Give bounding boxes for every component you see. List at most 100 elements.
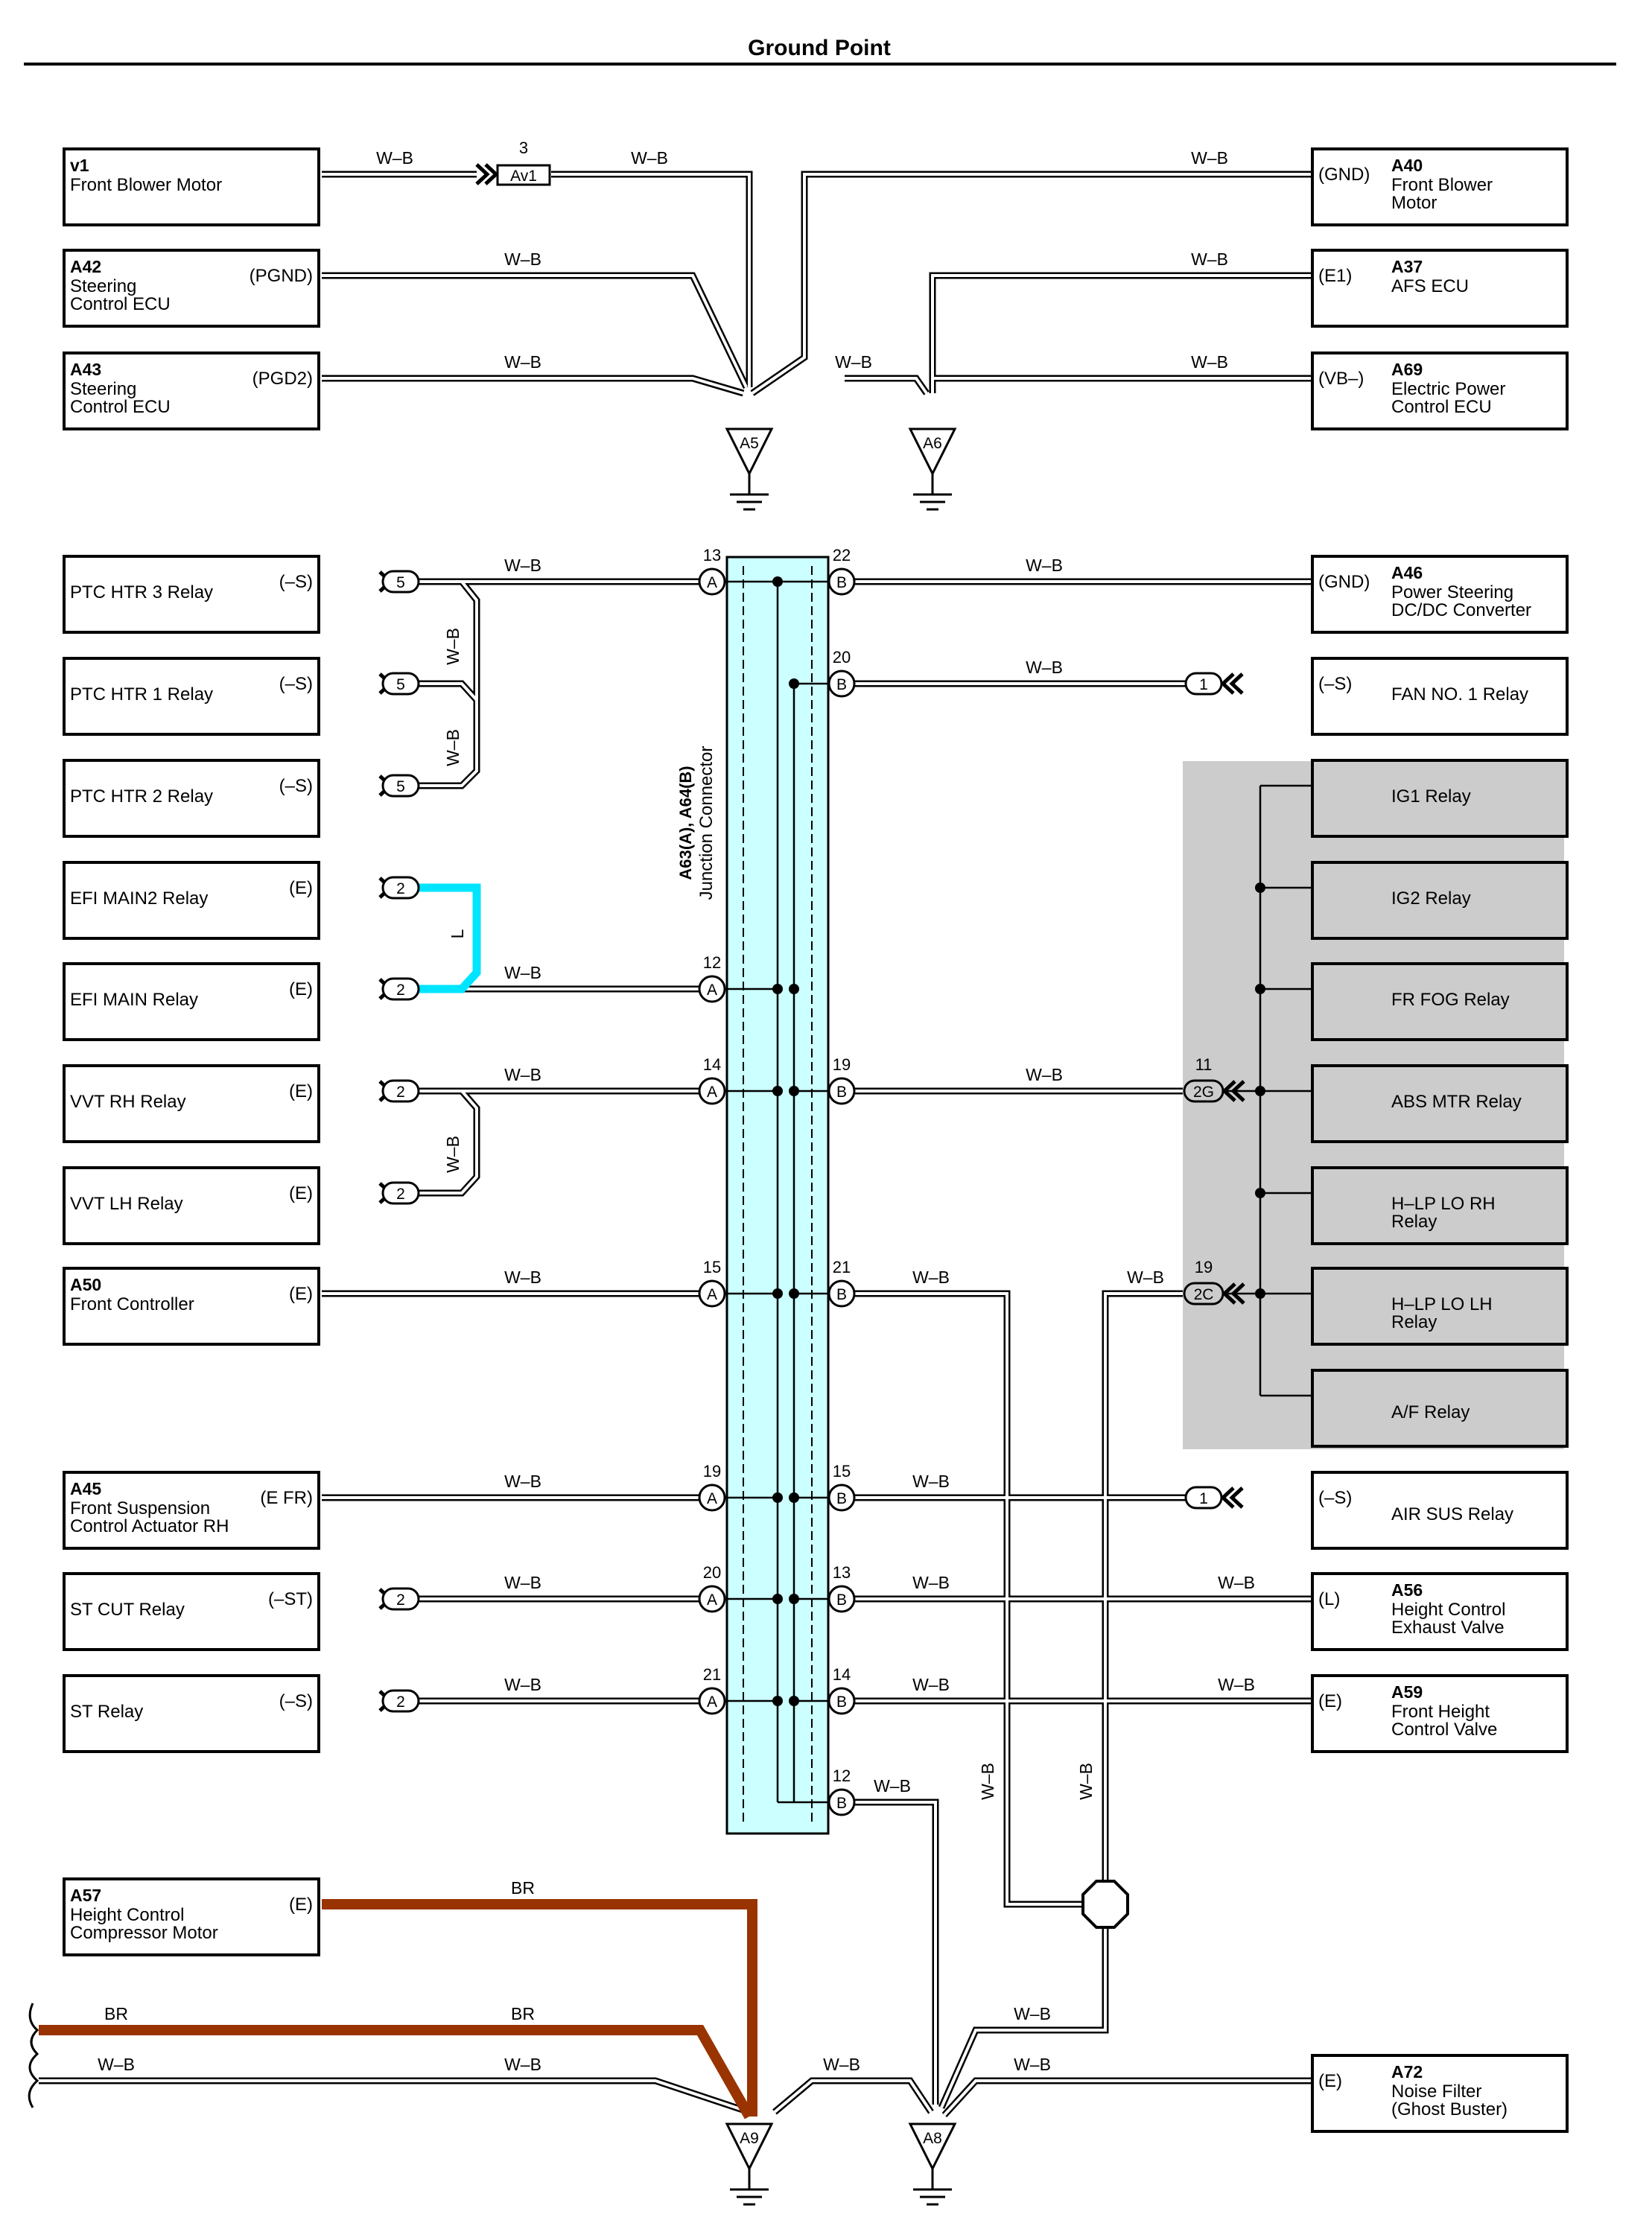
svg-text:2: 2: [396, 982, 405, 999]
svg-text:A40: A40: [1391, 156, 1423, 175]
svg-text:ST Relay: ST Relay: [70, 1702, 143, 1722]
svg-text:Front Suspension: Front Suspension: [70, 1498, 210, 1518]
svg-text:W–B: W–B: [443, 729, 463, 766]
svg-text:A45: A45: [70, 1479, 101, 1498]
component-box: (GND) A46 Power Steering DC/DC Converter: [1311, 555, 1569, 634]
svg-text:(E): (E): [289, 878, 313, 898]
svg-text:Control ECU: Control ECU: [70, 397, 171, 417]
right-inline-connectors: 1 1: [1184, 672, 1242, 1510]
svg-text:W–B: W–B: [98, 2055, 135, 2074]
component-box: PTC HTR 1 Relay (–S): [63, 657, 320, 736]
svg-text:(PGD2): (PGD2): [252, 369, 313, 389]
ground-point-a8: A8: [908, 2122, 957, 2206]
component-box: (–S) AIR SUS Relay: [1311, 1471, 1569, 1550]
svg-text:W–B: W–B: [912, 1268, 950, 1287]
svg-text:W–B: W–B: [504, 963, 541, 982]
svg-text:13: 13: [833, 1563, 851, 1582]
svg-text:(–S): (–S): [279, 1691, 313, 1711]
svg-text:19: 19: [703, 1462, 721, 1481]
svg-text:W–B: W–B: [1191, 352, 1228, 372]
svg-text:2: 2: [396, 1186, 405, 1203]
svg-text:A: A: [707, 574, 717, 591]
component-box: A43 Steering Control ECU (PGD2): [63, 352, 320, 430]
svg-text:PTC HTR 1 Relay: PTC HTR 1 Relay: [70, 684, 213, 705]
svg-text:15: 15: [703, 1258, 721, 1276]
svg-text:Front Blower Motor: Front Blower Motor: [70, 175, 222, 195]
svg-text:Front Controller: Front Controller: [70, 1294, 194, 1314]
svg-text:5: 5: [396, 574, 405, 591]
svg-text:(E): (E): [289, 1895, 313, 1915]
svg-text:1: 1: [1199, 676, 1208, 693]
svg-text:5: 5: [396, 778, 405, 795]
svg-text:Electric Power: Electric Power: [1391, 379, 1505, 399]
svg-text:12: 12: [833, 1766, 851, 1785]
component-box: A57 Height Control Compressor Motor (E): [63, 1877, 320, 1956]
svg-text:15: 15: [833, 1462, 851, 1481]
svg-text:EFI MAIN2 Relay: EFI MAIN2 Relay: [70, 888, 208, 909]
junction-pins-a: A13 A12 A14 A15 A19 A20 A21: [698, 546, 726, 1715]
svg-text:B: B: [836, 1490, 847, 1507]
svg-text:W–B: W–B: [1014, 2004, 1051, 2023]
svg-text:(PGND): (PGND): [250, 266, 313, 286]
svg-text:DC/DC Converter: DC/DC Converter: [1391, 600, 1531, 620]
svg-text:Control Valve: Control Valve: [1391, 1720, 1497, 1740]
svg-text:BR: BR: [511, 1878, 535, 1898]
svg-text:B: B: [836, 676, 847, 693]
svg-text:(–ST): (–ST): [268, 1589, 313, 1609]
svg-text:Relay: Relay: [1391, 1312, 1437, 1332]
svg-text:A: A: [707, 1286, 717, 1303]
svg-text:2C: 2C: [1194, 1286, 1214, 1303]
svg-text:W–B: W–B: [504, 2055, 541, 2074]
svg-text:v1: v1: [70, 156, 89, 175]
svg-text:A37: A37: [1391, 257, 1423, 276]
component-box: PTC HTR 2 Relay (–S): [63, 759, 320, 838]
svg-text:BR: BR: [511, 2004, 535, 2023]
svg-text:(E): (E): [289, 1081, 313, 1101]
svg-text:W–B: W–B: [504, 1472, 541, 1491]
component-box: A50 Front Controller (E): [63, 1267, 320, 1346]
component-box: (–S) FAN NO. 1 Relay: [1311, 657, 1569, 736]
svg-text:A42: A42: [70, 257, 101, 276]
svg-text:BR: BR: [104, 2004, 128, 2023]
svg-text:PTC HTR 3 Relay: PTC HTR 3 Relay: [70, 582, 213, 602]
svg-text:W–B: W–B: [504, 1268, 541, 1287]
svg-text:ST CUT Relay: ST CUT Relay: [70, 1600, 185, 1620]
svg-text:A72: A72: [1391, 2062, 1423, 2082]
svg-text:W–B: W–B: [376, 148, 413, 168]
component-box: v1 Front Blower Motor: [63, 147, 320, 226]
svg-text:A43: A43: [70, 360, 101, 379]
wire-br-bottom: [39, 2025, 754, 2119]
svg-text:A57: A57: [70, 1886, 101, 1905]
junction-pins-b: B22 B20 B19 B21 B15 B13 B14 B12: [827, 546, 856, 1816]
svg-text:Noise Filter: Noise Filter: [1391, 2082, 1481, 2102]
component-box: ST Relay (–S): [63, 1674, 320, 1753]
svg-text:A59: A59: [1391, 1682, 1423, 1702]
diagram-title: Ground Point: [748, 36, 891, 60]
svg-text:21: 21: [833, 1258, 851, 1276]
component-box: (E1) A37 AFS ECU: [1311, 249, 1569, 328]
svg-text:H–LP LO RH: H–LP LO RH: [1391, 1194, 1496, 1214]
svg-text:Control ECU: Control ECU: [70, 294, 171, 314]
svg-text:W–B: W–B: [823, 2055, 860, 2074]
svg-text:W–B: W–B: [1026, 556, 1063, 575]
svg-text:(E): (E): [1318, 1691, 1342, 1711]
svg-text:(E): (E): [289, 1183, 313, 1203]
component-box: PTC HTR 3 Relay (–S): [63, 555, 320, 634]
svg-text:(E): (E): [289, 1284, 313, 1304]
svg-text:11: 11: [1195, 1055, 1213, 1074]
svg-text:13: 13: [703, 546, 721, 565]
svg-text:Relay: Relay: [1391, 1212, 1437, 1232]
svg-text:Steering: Steering: [70, 379, 136, 399]
svg-text:(E FR): (E FR): [260, 1488, 313, 1508]
svg-text:20: 20: [833, 648, 851, 667]
components-right: (GND) A40 Front Blower Motor (E1) A37 AF…: [1311, 147, 1569, 2133]
svg-text:W–B: W–B: [1026, 658, 1063, 677]
svg-text:W–B: W–B: [1076, 1763, 1096, 1800]
svg-text:A: A: [707, 1591, 717, 1609]
svg-text:W–B: W–B: [631, 148, 668, 168]
wire-label-l: L: [448, 929, 467, 938]
junction-subtitle: Junction Connector: [696, 746, 717, 900]
svg-text:IG1 Relay: IG1 Relay: [1391, 786, 1471, 807]
svg-text:W–B: W–B: [912, 1573, 950, 1592]
svg-text:B: B: [836, 1286, 847, 1303]
